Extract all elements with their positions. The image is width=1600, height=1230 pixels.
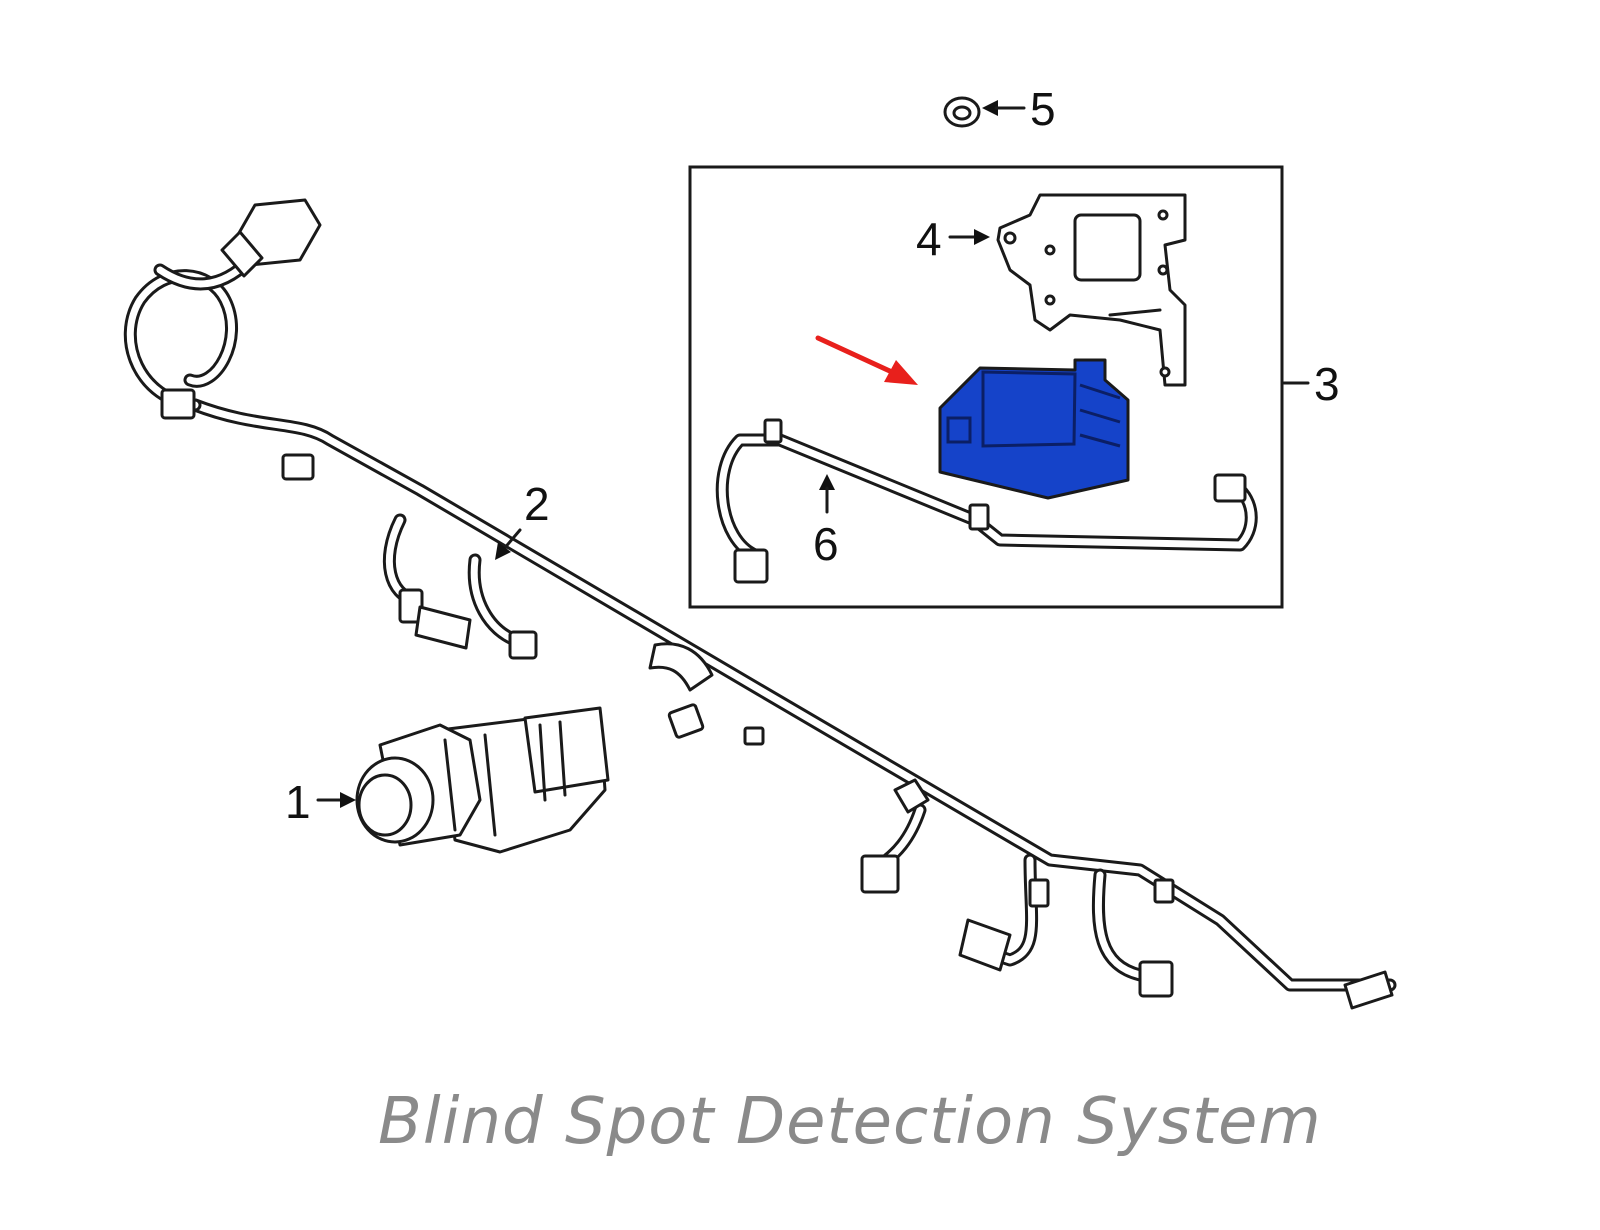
callout-3-label: 3 [1314, 358, 1340, 410]
highlight-pointer-arrow [815, 335, 918, 385]
callout-4: 4 [916, 213, 990, 265]
callout-6-label: 6 [813, 518, 839, 570]
callout-3: 3 [1282, 358, 1340, 410]
callout-5: 5 [982, 83, 1056, 135]
harness-connectors [160, 198, 1394, 1010]
assembly-box [688, 165, 1284, 609]
blind-spot-radar-module [938, 358, 1130, 500]
sub-harness [715, 418, 1258, 584]
callout-1: 1 [285, 776, 356, 828]
callout-6: 6 [813, 474, 839, 570]
nut [943, 96, 981, 128]
callout-2-label: 2 [524, 478, 550, 530]
callout-1-label: 1 [285, 776, 311, 828]
parking-sensor [355, 706, 610, 854]
callout-4-label: 4 [916, 213, 942, 265]
mounting-bracket [996, 193, 1187, 387]
wiring-harness [123, 253, 1397, 992]
callout-2: 2 [495, 478, 550, 560]
diagram-caption: Blind Spot Detection System [378, 1085, 1322, 1159]
callout-5-label: 5 [1030, 83, 1056, 135]
